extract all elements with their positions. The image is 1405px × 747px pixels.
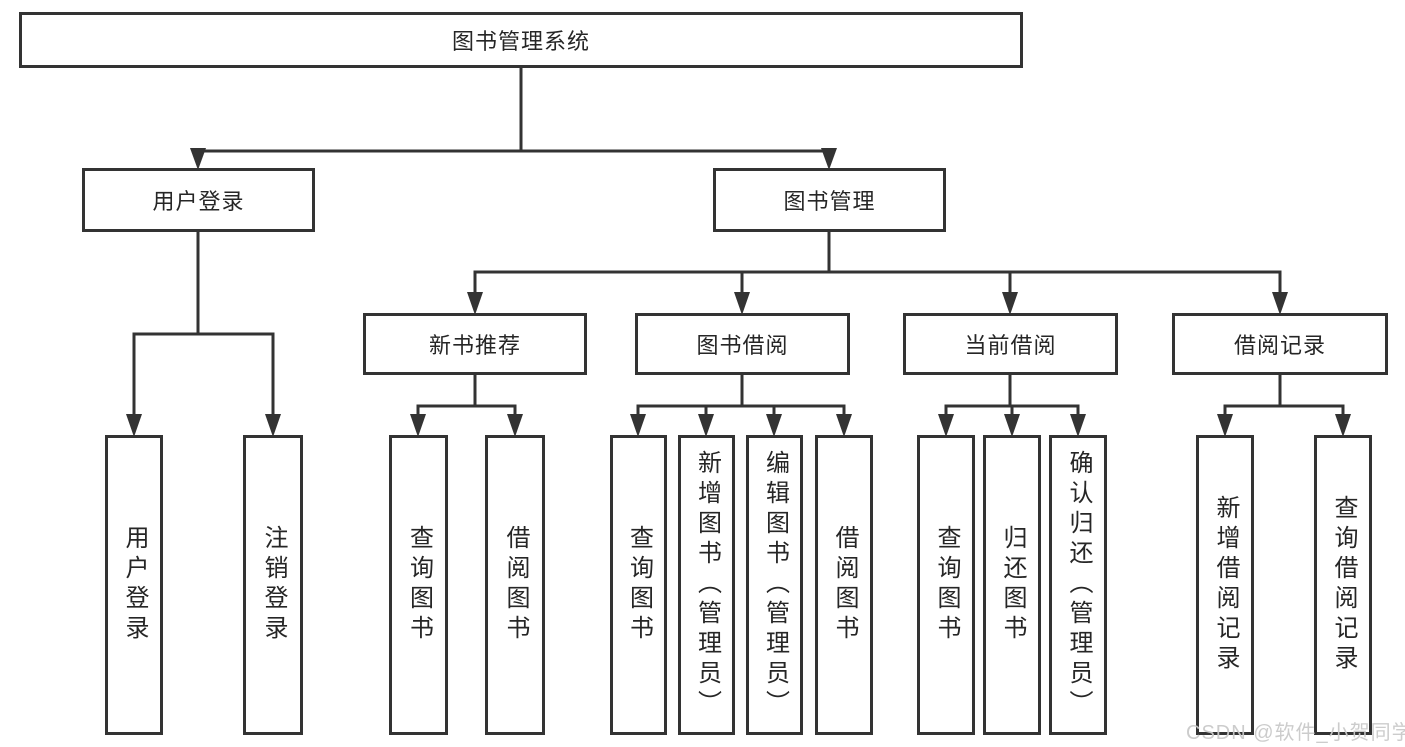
node-book-borrow: 图书借阅 [635,313,850,375]
csdn-watermark: CSDN @软件_小贺同学 [1186,722,1405,744]
leaf-user-login: 用户登录 [105,435,163,735]
connector-current-borrow-to-leaves [938,375,1086,437]
node-book-mgmt: 图书管理 [713,168,946,232]
node-label: 新增图书（管理员） [693,450,721,720]
node-label: 图书借阅 [696,333,789,358]
node-label: 用户登录 [152,189,245,214]
connector-user-login-to-leaves [126,232,281,437]
connector-book-mgmt-to-level3 [467,232,1288,315]
node-label: 查询图书 [625,525,653,645]
node-current-borrow: 当前借阅 [903,313,1118,375]
leaf-borrow-books-2: 借阅图书 [815,435,873,735]
node-label: 新书推荐 [428,333,521,358]
node-label: 查询图书 [933,525,960,645]
node-label: 确认归还（管理员） [1065,450,1092,720]
connector-book-borrow-to-leaves [630,375,852,437]
leaf-add-books-admin: 新增图书（管理员） [678,435,735,735]
leaf-query-books-2: 查询图书 [610,435,667,735]
connector-new-book-rec-to-leaves [410,375,523,437]
node-new-book-rec: 新书推荐 [363,313,587,375]
node-label: 新增借阅记录 [1212,495,1239,675]
leaf-edit-books-admin: 编辑图书（管理员） [746,435,803,735]
node-root: 图书管理系统 [19,12,1023,68]
connector-borrow-records-to-leaves [1217,375,1351,437]
node-label: 注销登录 [260,525,287,645]
node-label: 图书管理 [783,189,876,214]
leaf-borrow-books-1: 借阅图书 [485,435,545,735]
node-label: 编辑图书（管理员） [761,450,789,720]
node-user-login: 用户登录 [82,168,315,232]
node-label: 借阅记录 [1233,333,1326,358]
leaf-logout: 注销登录 [243,435,303,735]
leaf-query-borrow-record: 查询借阅记录 [1314,435,1372,735]
node-label: 查询借阅记录 [1330,495,1357,675]
leaf-add-borrow-record: 新增借阅记录 [1196,435,1254,735]
leaf-query-books-1: 查询图书 [389,435,448,735]
node-label: 用户登录 [121,525,148,645]
node-label: 借阅图书 [831,525,858,645]
leaf-query-books-3: 查询图书 [917,435,975,735]
node-label: 借阅图书 [502,525,529,645]
node-label: 当前借阅 [964,333,1057,358]
leaf-return-books: 归还图书 [983,435,1041,735]
leaf-confirm-return-admin: 确认归还（管理员） [1049,435,1107,735]
node-label: 查询图书 [405,525,433,645]
connector-root-to-level2 [190,68,837,170]
node-label: 图书管理系统 [451,29,590,54]
node-borrow-records: 借阅记录 [1172,313,1388,375]
node-label: 归还图书 [999,525,1026,645]
